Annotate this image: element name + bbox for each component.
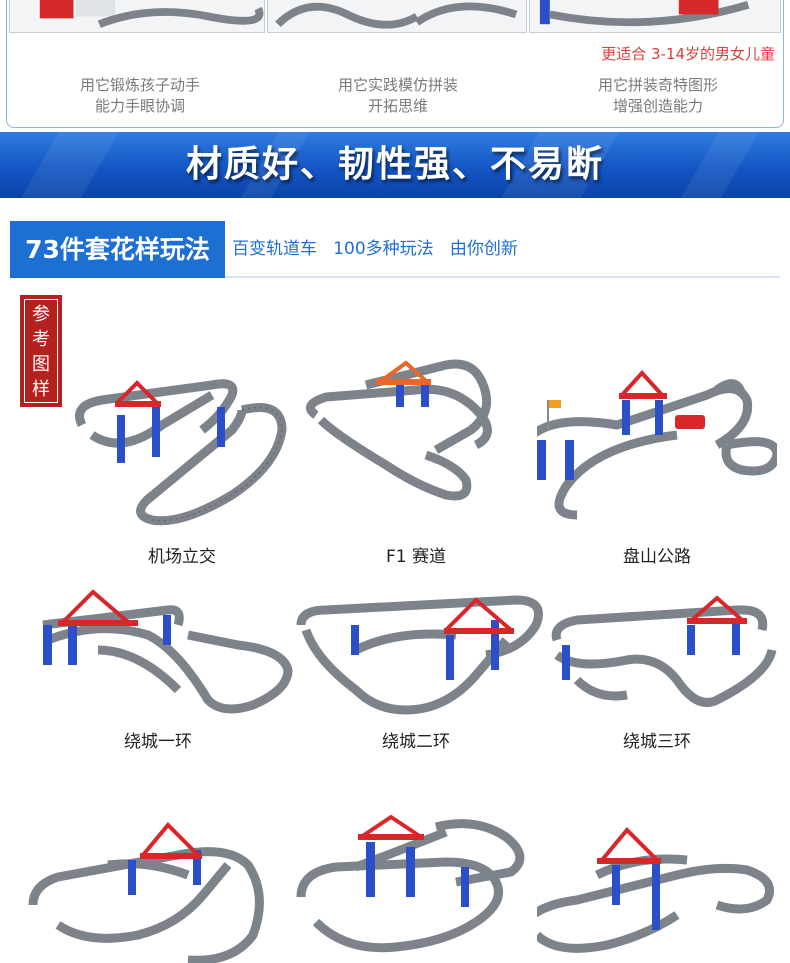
seal-char: 参: [32, 304, 50, 325]
feature-line: 开拓思维: [367, 97, 428, 115]
track-caption: 盘山公路: [623, 547, 691, 567]
toy-photo-thumbnail: [529, 0, 781, 33]
track-layout: [296, 812, 536, 963]
track-image: [296, 814, 525, 953]
track-caption: 绕城三环: [623, 732, 691, 752]
track-image: [537, 827, 774, 953]
track-layout: 绕城三环: [537, 580, 777, 752]
track-layout: 机场立交: [62, 355, 302, 567]
track-image: [75, 379, 287, 526]
feature-line: 能力手眼协调: [94, 97, 185, 115]
track-image: [306, 359, 492, 501]
section-subtitle: 百变轨道车 100多种玩法 由你创新: [232, 239, 518, 259]
divider: [225, 276, 780, 278]
track-layout: 绕城一环: [38, 580, 293, 752]
seal-char: 样: [32, 379, 50, 400]
track-image: [537, 370, 777, 520]
track-image: [28, 822, 264, 963]
section-header: 73件套花样玩法 百变轨道车 100多种玩法 由你创新: [10, 221, 780, 278]
age-note: 更适合 3-14岁的男女儿童: [601, 45, 775, 63]
feature-panel: 更适合 3-14岁的男女儿童 用它锻炼孩子动手 能力手眼协调 用它实践模仿拼装 …: [6, 0, 784, 128]
feature-line: 用它实践模仿拼装: [337, 76, 458, 94]
toy-photo-thumbnail: [267, 0, 527, 33]
track-layout: [28, 815, 268, 963]
slogan-banner: 材质好、韧性强、不易断: [0, 132, 790, 198]
track-caption: F1 赛道: [386, 547, 446, 567]
track-layout: [537, 815, 777, 963]
track-caption: 绕城二环: [382, 732, 450, 752]
track-layout: 盘山公路: [537, 355, 777, 567]
track-caption: 绕城一环: [124, 732, 192, 752]
track-layout: 绕城二环: [296, 580, 543, 752]
feature-text: 用它实践模仿拼装 开拓思维: [273, 75, 523, 117]
track-image: [551, 595, 777, 707]
track-caption: 机场立交: [148, 547, 216, 567]
toy-photo-thumbnail: [9, 0, 265, 33]
slogan-text: 材质好、韧性强、不易断: [185, 144, 604, 185]
feature-line: 增强创造能力: [612, 97, 703, 115]
section-title: 73件套花样玩法: [10, 221, 225, 278]
seal-char: 图: [32, 354, 50, 375]
reference-seal: 参 考 图 样: [20, 295, 62, 407]
track-image: [42, 589, 293, 714]
track-layout: F1 赛道: [296, 355, 536, 567]
track-image: [296, 595, 543, 715]
feature-text: 用它拼装奇特图形 增强创造能力: [533, 75, 783, 117]
feature-text: 用它锻炼孩子动手 能力手眼协调: [15, 75, 265, 117]
seal-char: 考: [32, 329, 50, 350]
feature-line: 用它拼装奇特图形: [597, 76, 718, 94]
feature-line: 用它锻炼孩子动手: [79, 76, 200, 94]
